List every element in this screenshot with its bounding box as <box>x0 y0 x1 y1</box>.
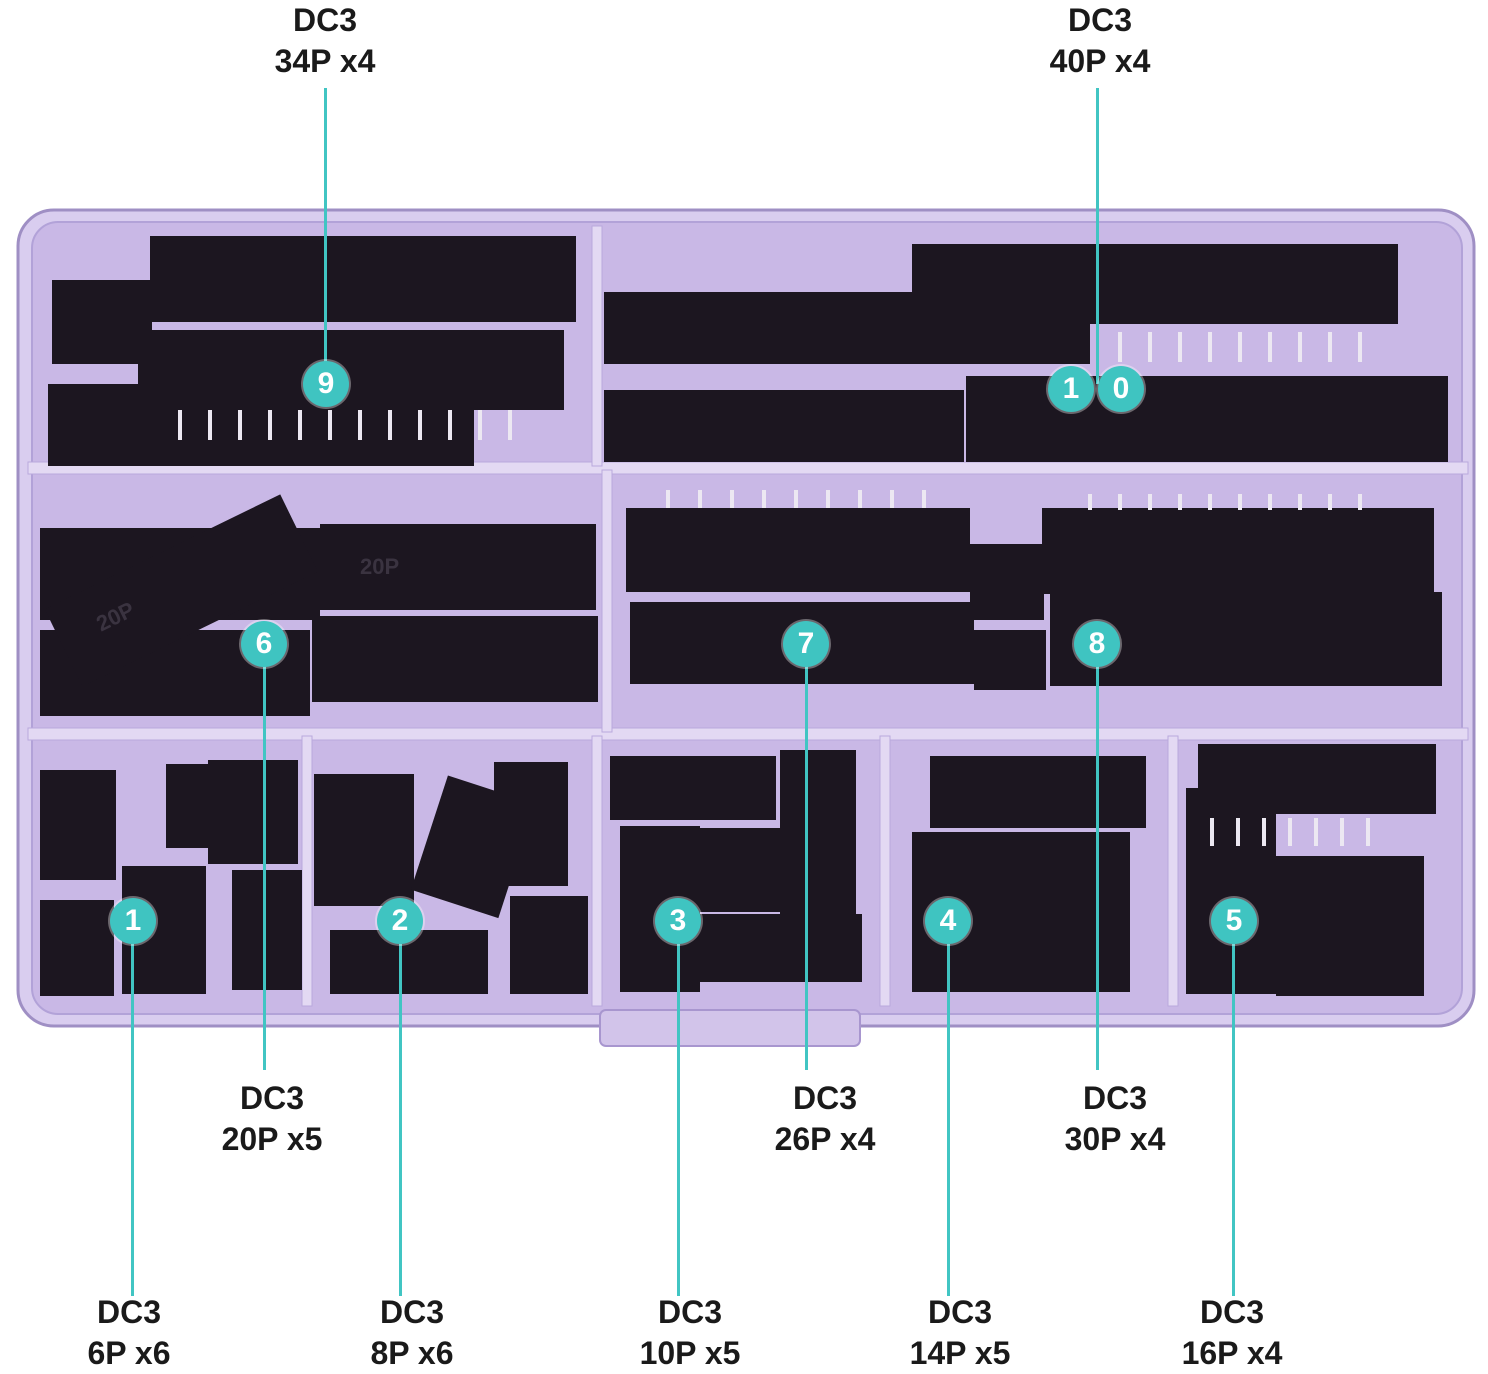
callout-label-10: DC3 40P x4 <box>1000 0 1200 82</box>
connector-30p <box>1042 508 1434 594</box>
series-text: DC3 <box>792 1080 857 1116</box>
spec-text: 30P x4 <box>1064 1121 1166 1157</box>
connector-34p <box>52 280 152 364</box>
connector-8p <box>232 870 302 990</box>
divider-row-2 <box>27 727 1469 741</box>
spec-text: 26P x4 <box>774 1121 876 1157</box>
connector-16p <box>1276 856 1424 996</box>
spec-text: 20P x5 <box>221 1121 323 1157</box>
box-tab <box>599 1009 861 1047</box>
connector-6p <box>40 770 116 880</box>
callout-label-3: DC3 10P x5 <box>590 1292 790 1374</box>
leader-line-7 <box>805 666 808 1070</box>
connector-10p <box>780 750 856 930</box>
badge-8: 8 <box>1074 621 1120 667</box>
connector-26p <box>970 544 1044 620</box>
series-text: DC3 <box>1082 1080 1147 1116</box>
callout-label-5: DC3 16P x4 <box>1132 1292 1332 1374</box>
series-text: DC3 <box>657 1294 722 1330</box>
connector-34p <box>48 384 474 466</box>
leader-line-8 <box>1096 666 1099 1070</box>
connector-8p <box>510 896 588 994</box>
connector-6p <box>166 764 210 848</box>
badge-5: 5 <box>1211 898 1257 944</box>
connector-20p <box>44 494 318 687</box>
spec-text: 40P x4 <box>1049 43 1151 79</box>
connector-14p <box>930 756 1146 828</box>
divider-col-top <box>591 225 603 467</box>
part-mark-20p: 20P <box>360 554 399 579</box>
connector-26p <box>974 630 1046 690</box>
badge-6: 6 <box>241 621 287 667</box>
badge-7: 7 <box>783 621 829 667</box>
callout-label-9: DC3 34P x4 <box>225 0 425 82</box>
badge-9: 9 <box>303 361 349 407</box>
series-text: DC3 <box>239 1080 304 1116</box>
callout-label-6: DC3 20P x5 <box>172 1078 372 1160</box>
connector-10p <box>700 828 786 912</box>
divider-col-b1 <box>301 735 313 1007</box>
callout-label-1: DC3 6P x6 <box>29 1292 229 1374</box>
divider-col-b3 <box>879 735 891 1007</box>
spec-text: 16P x4 <box>1181 1335 1283 1371</box>
callout-label-4: DC3 14P x5 <box>860 1292 1060 1374</box>
leader-line-2 <box>399 944 402 1296</box>
series-text: DC3 <box>1199 1294 1264 1330</box>
connector-40p <box>912 244 1398 324</box>
badge-4: 4 <box>925 898 971 944</box>
leader-line-6 <box>263 666 266 1070</box>
leader-line-9 <box>324 88 327 384</box>
connector-6p <box>40 900 114 996</box>
leader-line-3 <box>677 944 680 1296</box>
series-text: DC3 <box>927 1294 992 1330</box>
series-text: DC3 <box>1067 2 1132 38</box>
connector-10p <box>610 756 776 820</box>
callout-label-7: DC3 26P x4 <box>725 1078 925 1160</box>
badge-10-digit-1: 1 <box>1048 366 1094 412</box>
spec-text: 14P x5 <box>909 1335 1011 1371</box>
series-text: DC3 <box>379 1294 444 1330</box>
badge-2: 2 <box>377 898 423 944</box>
connectors <box>40 236 1448 996</box>
spec-text: 10P x5 <box>639 1335 741 1371</box>
series-text: DC3 <box>292 2 357 38</box>
spec-text: 8P x6 <box>370 1335 454 1371</box>
connector-26p <box>626 508 970 592</box>
connector-8p <box>314 774 414 906</box>
badge-1: 1 <box>110 898 156 944</box>
connector-pins <box>178 332 1370 846</box>
leader-line-4 <box>947 944 950 1296</box>
leader-line-1 <box>131 944 134 1296</box>
connector-34p <box>150 236 576 322</box>
connector-20p <box>312 616 598 702</box>
divider-col-b2 <box>591 735 603 1007</box>
badge-3: 3 <box>655 898 701 944</box>
connector-16p <box>1186 788 1276 994</box>
connector-8p <box>494 762 568 886</box>
connector-20p <box>320 524 596 610</box>
badge-10-digit-0: 0 <box>1098 366 1144 412</box>
leader-line-5 <box>1232 944 1235 1296</box>
connector-40p <box>604 390 964 462</box>
divider-col-mid <box>601 469 613 733</box>
spec-text: 6P x6 <box>87 1335 171 1371</box>
series-text: DC3 <box>96 1294 161 1330</box>
connector-40p <box>966 376 1448 462</box>
callout-label-2: DC3 8P x6 <box>312 1292 512 1374</box>
leader-line-10 <box>1096 88 1099 384</box>
divider-col-b4 <box>1167 735 1179 1007</box>
callout-label-8: DC3 30P x4 <box>1015 1078 1215 1160</box>
connector-6p <box>208 760 298 864</box>
spec-text: 34P x4 <box>274 43 376 79</box>
